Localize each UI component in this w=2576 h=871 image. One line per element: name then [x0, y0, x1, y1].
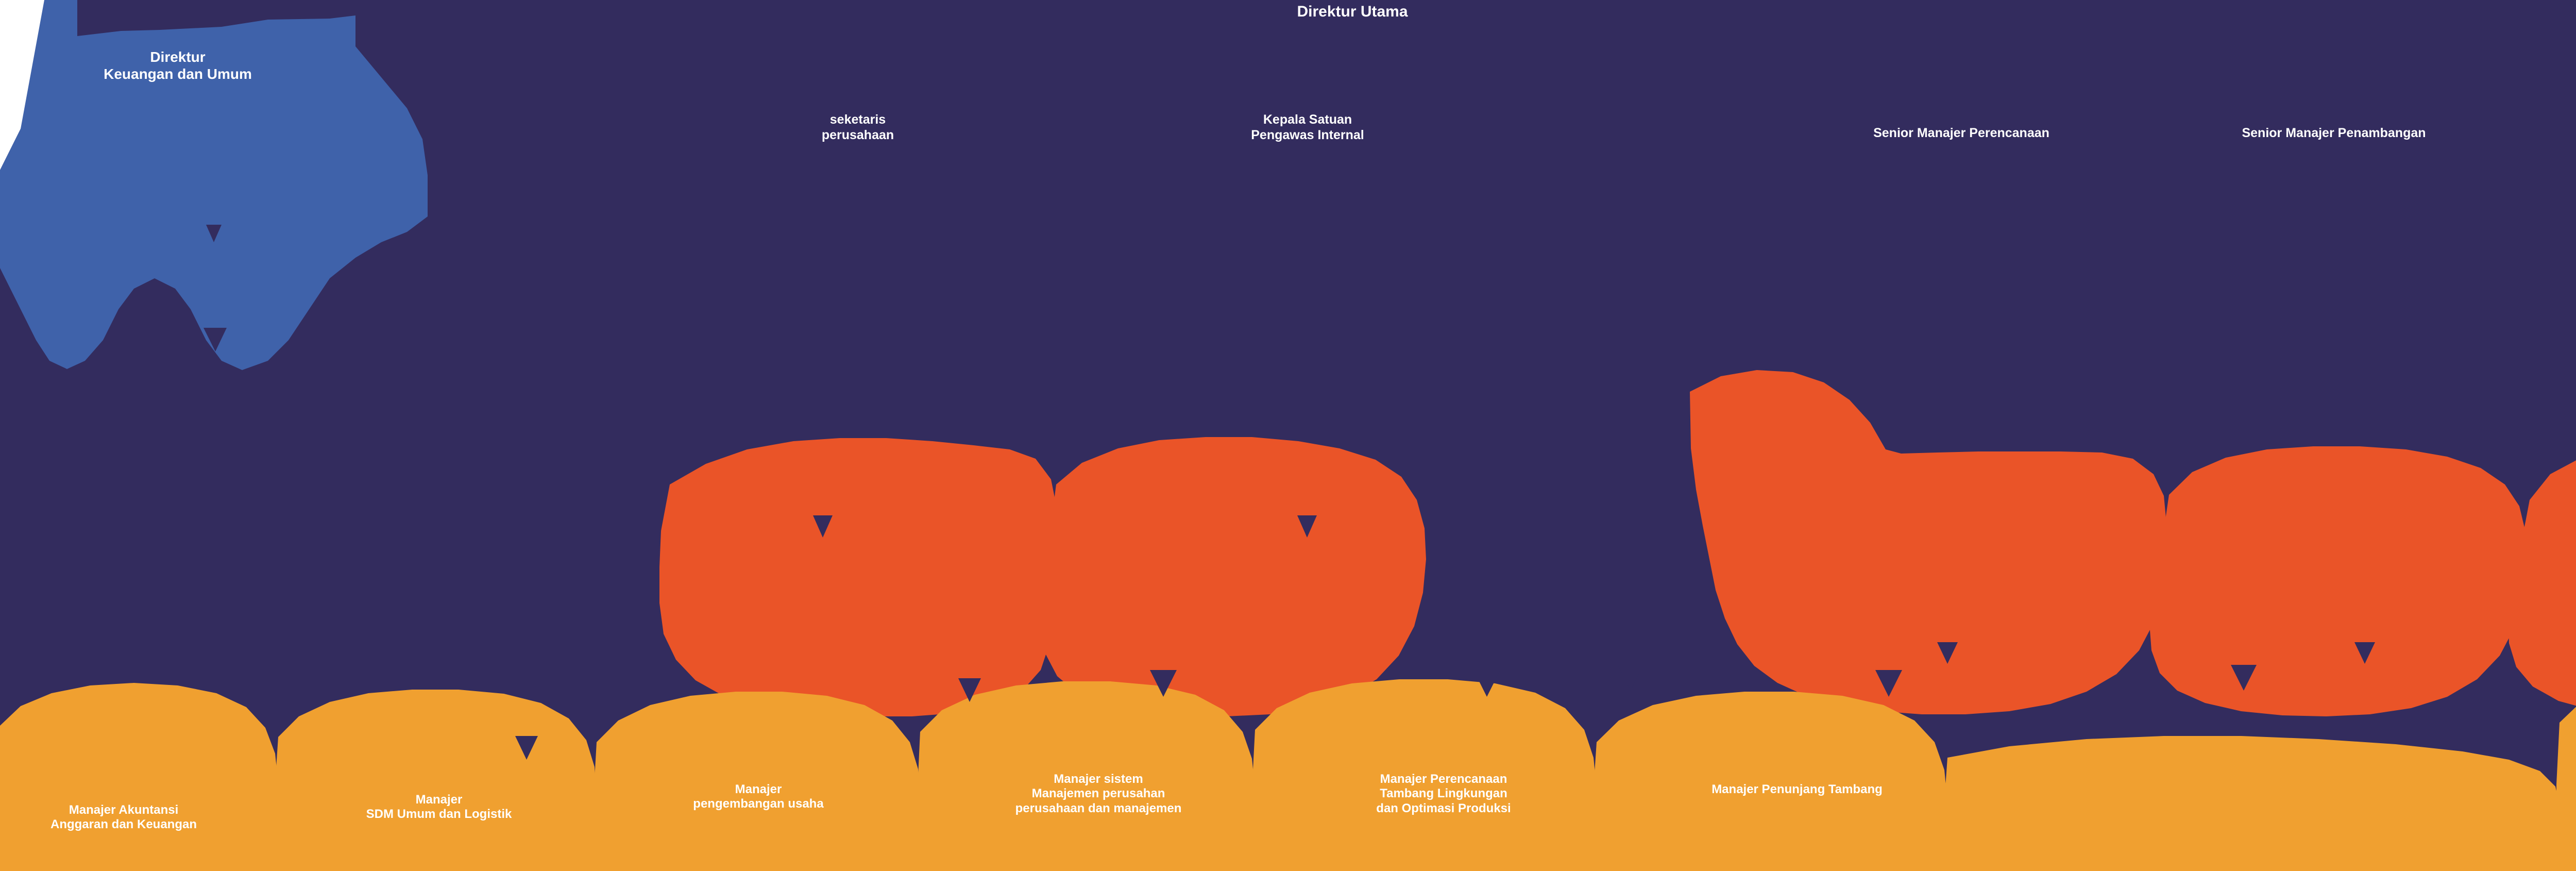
shape-manajer-sistem-manajemen[interactable]: [917, 681, 1255, 871]
shape-manajer-penunjang-tambang[interactable]: [1594, 692, 1947, 871]
connector-notches: [204, 225, 2375, 760]
shape-senior-manajer-perencanaan[interactable]: [1690, 370, 2166, 714]
shape-kepala-satuan-pengawas-internal[interactable]: [1042, 437, 1426, 716]
shape-manajer-perencanaan-tambang[interactable]: [1252, 679, 1597, 871]
shape-manajer-pengembangan-usaha[interactable]: [594, 692, 920, 871]
shape-manajer-sdm-umum-dan-logistik[interactable]: [275, 690, 597, 871]
shape-seketaris-perusahaan[interactable]: [659, 438, 1056, 716]
shape-direktur-keuangan-dan-umum[interactable]: [0, 0, 428, 370]
shape-senior-manajer-penanganan-dan-angkutan-batubara[interactable]: [2508, 443, 2576, 716]
shape-manajer-hubek-pengelolaan-aset[interactable]: [2556, 672, 2576, 871]
shape-manajer-akuntansi-anggaran-dan-keuangan[interactable]: [0, 683, 278, 871]
shape-senior-manajer-penambangan-1[interactable]: [2149, 446, 2527, 716]
shape-manajer-band-fill: [1944, 736, 2560, 871]
